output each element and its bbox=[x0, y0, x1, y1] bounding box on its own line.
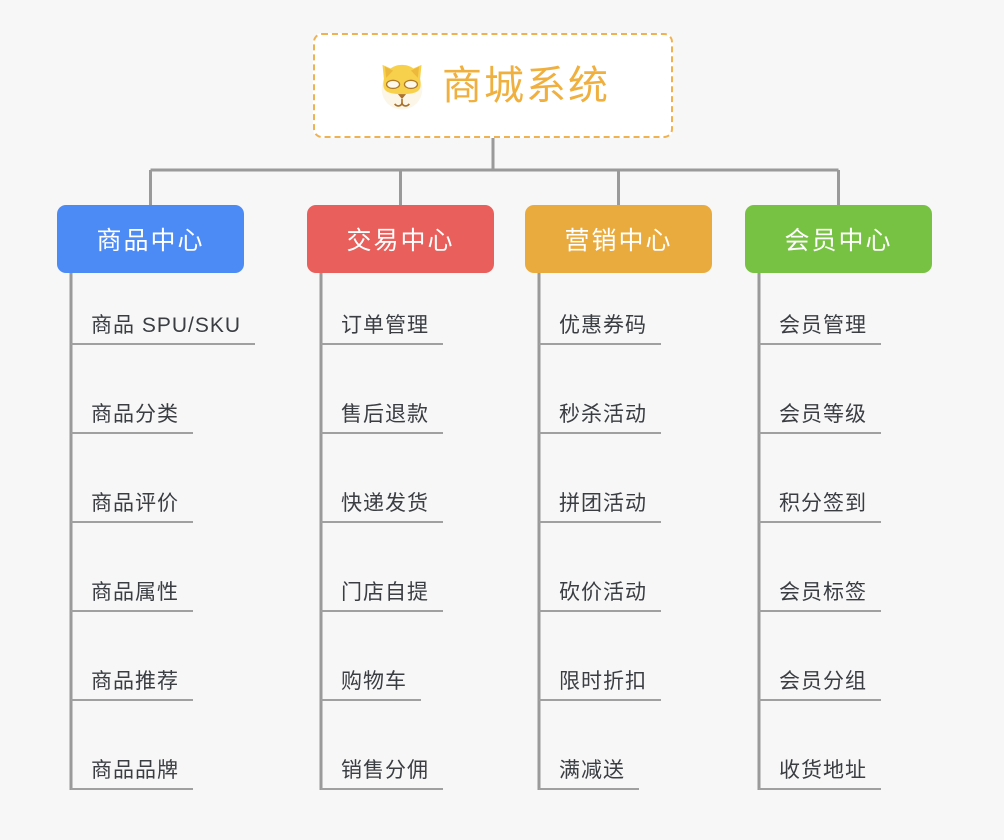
leaf-item[interactable]: 拼团活动 bbox=[539, 493, 661, 523]
leaf-label: 购物车 bbox=[341, 670, 407, 693]
leaf-label: 商品评价 bbox=[91, 492, 179, 515]
leaf-item[interactable]: 商品属性 bbox=[71, 582, 193, 612]
leaf-label: 商品属性 bbox=[91, 581, 179, 604]
leaf-item[interactable]: 商品评价 bbox=[71, 493, 193, 523]
leaf-item[interactable]: 销售分佣 bbox=[321, 760, 443, 790]
leaf-item[interactable]: 会员标签 bbox=[759, 582, 881, 612]
category-box-2[interactable]: 交易中心 bbox=[307, 205, 494, 273]
leaf-label: 售后退款 bbox=[341, 403, 429, 426]
leaf-item[interactable]: 秒杀活动 bbox=[539, 404, 661, 434]
leaf-label: 会员标签 bbox=[779, 581, 867, 604]
leaf-item[interactable]: 积分签到 bbox=[759, 493, 881, 523]
leaf-label: 满减送 bbox=[559, 759, 625, 782]
category-label: 会员中心 bbox=[784, 227, 893, 255]
leaf-item[interactable]: 门店自提 bbox=[321, 582, 443, 612]
leaf-label: 会员管理 bbox=[779, 314, 867, 337]
leaf-label: 商品 SPU/SKU bbox=[91, 314, 242, 337]
leaf-label: 商品分类 bbox=[91, 403, 179, 426]
leaf-label: 秒杀活动 bbox=[559, 403, 647, 426]
leaf-label: 订单管理 bbox=[341, 314, 429, 337]
category-label: 营销中心 bbox=[564, 227, 673, 255]
leaf-label: 优惠券码 bbox=[559, 314, 647, 337]
leaf-item[interactable]: 快递发货 bbox=[321, 493, 443, 523]
leaf-label: 会员等级 bbox=[779, 403, 867, 426]
leaf-item[interactable]: 购物车 bbox=[321, 671, 421, 701]
category-label: 交易中心 bbox=[346, 227, 455, 255]
leaf-label: 商品品牌 bbox=[91, 759, 179, 782]
leaf-label: 限时折扣 bbox=[559, 670, 647, 693]
leaf-label: 拼团活动 bbox=[559, 492, 647, 515]
leaf-item[interactable]: 收货地址 bbox=[759, 760, 881, 790]
category-box-3[interactable]: 营销中心 bbox=[525, 205, 712, 273]
leaf-item[interactable]: 满减送 bbox=[539, 760, 639, 790]
leaf-item[interactable]: 会员分组 bbox=[759, 671, 881, 701]
shiba-dog-face-icon bbox=[381, 64, 423, 110]
leaf-item[interactable]: 商品 SPU/SKU bbox=[71, 314, 256, 345]
leaf-label: 销售分佣 bbox=[341, 759, 429, 782]
leaf-item[interactable]: 商品推荐 bbox=[71, 671, 193, 701]
leaf-item[interactable]: 商品品牌 bbox=[71, 760, 193, 790]
leaf-item[interactable]: 订单管理 bbox=[321, 315, 443, 345]
leaf-item[interactable]: 会员等级 bbox=[759, 404, 881, 434]
category-label: 商品中心 bbox=[96, 227, 205, 255]
leaf-label: 快递发货 bbox=[341, 492, 429, 515]
leaf-label: 积分签到 bbox=[779, 492, 867, 515]
leaf-label: 会员分组 bbox=[779, 670, 867, 693]
category-box-4[interactable]: 会员中心 bbox=[745, 205, 932, 273]
leaf-label: 砍价活动 bbox=[559, 581, 647, 604]
leaf-item[interactable]: 砍价活动 bbox=[539, 582, 661, 612]
leaf-label: 收货地址 bbox=[779, 759, 867, 782]
leaf-item[interactable]: 优惠券码 bbox=[539, 315, 661, 345]
leaf-label: 商品推荐 bbox=[91, 670, 179, 693]
leaf-label: 门店自提 bbox=[341, 581, 429, 604]
root-title: 商城系统 bbox=[442, 63, 610, 108]
leaf-item[interactable]: 商品分类 bbox=[71, 404, 193, 434]
root-node[interactable]: 商城系统 bbox=[313, 33, 673, 138]
leaf-item[interactable]: 售后退款 bbox=[321, 404, 443, 434]
leaf-item[interactable]: 限时折扣 bbox=[539, 671, 661, 701]
leaf-item[interactable]: 会员管理 bbox=[759, 315, 881, 345]
category-box-1[interactable]: 商品中心 bbox=[57, 205, 244, 273]
